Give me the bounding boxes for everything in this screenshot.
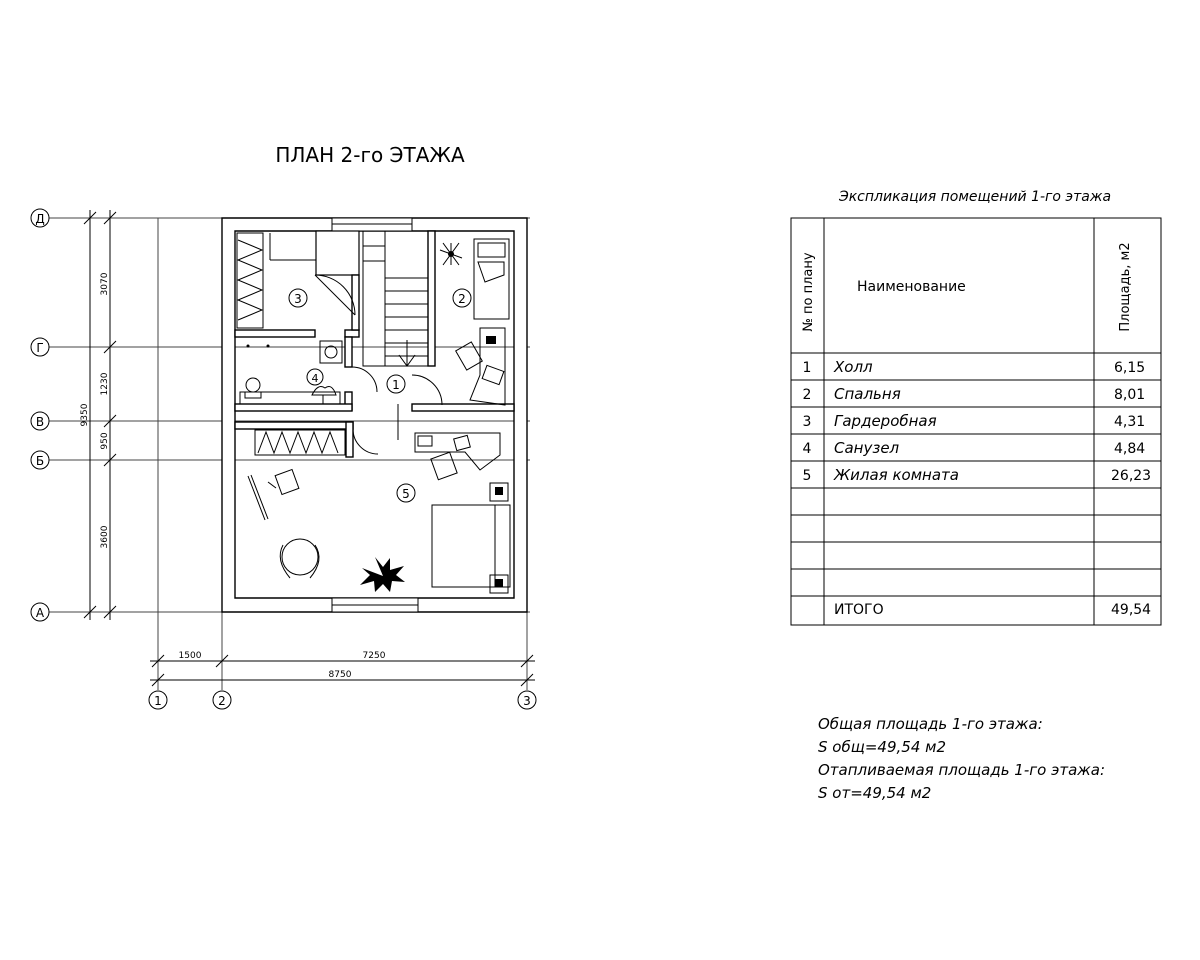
dim-horizontal-1: 1500 <box>179 651 202 661</box>
plant-icon <box>439 242 463 266</box>
svg-text:В: В <box>36 415 44 429</box>
row-5-area: 26,23 <box>1111 468 1151 484</box>
bed-small <box>473 238 510 320</box>
axis-marker-v: В <box>30 411 50 431</box>
total-label: ИТОГО <box>834 602 884 618</box>
armchair-group <box>247 468 320 579</box>
explication-table: № по плану Наименование Площадь, м2 1 Хо… <box>790 217 1162 626</box>
axis-marker-1: 1 <box>148 690 168 710</box>
col-header-number: № по плану <box>801 252 816 332</box>
svg-text:2: 2 <box>218 694 226 708</box>
col-header-area: Площадь, м2 <box>1118 242 1133 331</box>
area-notes: Общая площадь 1-го этажа: S общ=49,54 м2… <box>818 715 1105 802</box>
desk-bedroom <box>455 327 506 406</box>
room-number-3: 3 <box>294 292 302 306</box>
interior-walls <box>234 230 515 458</box>
svg-text:3: 3 <box>523 694 531 708</box>
svg-text:1: 1 <box>154 694 162 708</box>
dim-vertical-1: 3070 <box>100 272 110 295</box>
explication-title: Экспликация помещений 1-го этажа <box>838 189 1111 205</box>
desk-living <box>414 432 501 481</box>
axis-marker-a: А <box>30 602 50 622</box>
row-2-area: 8,01 <box>1114 387 1145 403</box>
dim-vertical-2: 1230 <box>100 372 110 395</box>
row-2-num: 2 <box>803 387 812 403</box>
row-5-num: 5 <box>803 468 812 484</box>
room-number-5: 5 <box>402 487 410 501</box>
note-heated-area-value: S от=49,54 м2 <box>818 784 931 802</box>
row-2-name: Спальня <box>834 385 901 403</box>
svg-text:Г: Г <box>36 341 43 355</box>
row-1-area: 6,15 <box>1114 360 1145 376</box>
outer-walls <box>221 217 528 613</box>
svg-text:Б: Б <box>36 454 44 468</box>
axis-marker-b: Б <box>30 450 50 470</box>
wardrobe-shelves <box>236 232 346 456</box>
svg-text:Д: Д <box>35 212 44 226</box>
col-header-name: Наименование <box>857 279 966 295</box>
row-3-name: Гардеробная <box>834 412 937 430</box>
dim-total-horizontal: 8750 <box>329 670 352 680</box>
palm-plant-icon <box>360 557 405 592</box>
doors <box>314 274 443 455</box>
dim-horizontal-2: 7250 <box>363 651 386 661</box>
row-4-name: Санузел <box>834 439 900 457</box>
horizontal-dimensions: 1500 7250 8750 <box>150 651 535 687</box>
room-number-1: 1 <box>392 378 400 392</box>
svg-text:А: А <box>36 606 45 620</box>
double-bed <box>431 482 511 594</box>
room-number-4: 4 <box>312 372 319 385</box>
axis-marker-d: Д <box>30 208 50 228</box>
dim-vertical-4: 3600 <box>100 525 110 548</box>
row-3-num: 3 <box>803 414 812 430</box>
room-labels: 1 2 3 4 5 <box>288 288 472 503</box>
note-total-area-label: Общая площадь 1-го этажа: <box>818 715 1043 733</box>
dim-total-vertical: 9350 <box>80 403 90 426</box>
note-total-area-value: S общ=49,54 м2 <box>818 738 946 756</box>
row-1-name: Холл <box>833 358 873 376</box>
row-4-area: 4,84 <box>1114 441 1145 457</box>
row-1-num: 1 <box>803 360 812 376</box>
dim-vertical-3: 950 <box>100 432 110 449</box>
axis-marker-2: 2 <box>212 690 232 710</box>
note-heated-area-label: Отапливаемая площадь 1-го этажа: <box>818 761 1105 779</box>
row-4-num: 4 <box>803 441 812 457</box>
vertical-axes: 1 2 3 <box>148 218 537 710</box>
row-3-area: 4,31 <box>1114 414 1145 430</box>
bathroom-fixtures <box>239 340 343 405</box>
axis-marker-3: 3 <box>517 690 537 710</box>
row-5-name: Жилая комната <box>833 466 959 484</box>
staircase <box>362 230 429 367</box>
room-number-2: 2 <box>458 292 466 306</box>
vertical-dimensions: 9350 3070 1230 950 3600 <box>80 210 117 620</box>
plan-title: ПЛАН 2-го ЭТАЖА <box>275 143 465 167</box>
axis-marker-g: Г <box>30 337 50 357</box>
total-value: 49,54 <box>1111 602 1151 618</box>
